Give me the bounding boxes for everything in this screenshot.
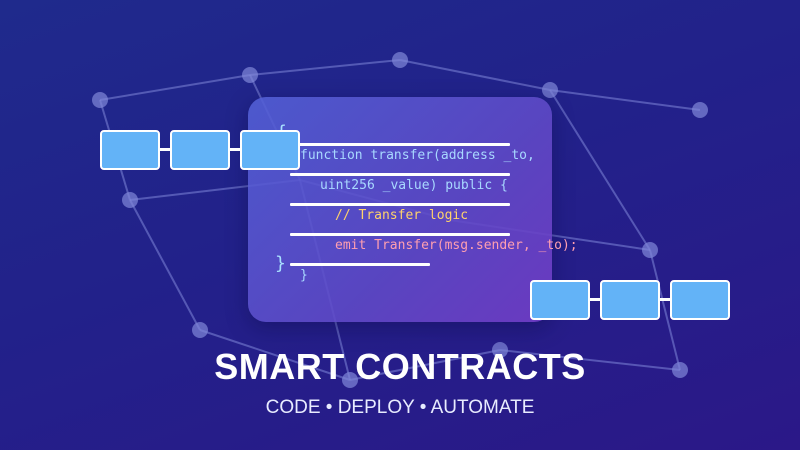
- code-close-brace-outer: }: [275, 253, 286, 274]
- chain-link: [158, 148, 172, 151]
- chain-block: [530, 280, 590, 320]
- code-line-comment: // Transfer logic: [335, 208, 469, 223]
- chain-link: [588, 298, 602, 301]
- chain-block: [170, 130, 230, 170]
- code-line-rule: [290, 263, 430, 266]
- chain-block: [670, 280, 730, 320]
- code-line-rule: [290, 233, 510, 236]
- code-line-params: uint256 _value) public {: [320, 178, 508, 193]
- code-line-rule: [290, 173, 510, 176]
- chain-block: [100, 130, 160, 170]
- page-title: SMART CONTRACTS: [214, 346, 586, 387]
- chain-link: [228, 148, 242, 151]
- page-subtitle: CODE • DEPLOY • AUTOMATE: [265, 397, 535, 418]
- code-line-emit: emit Transfer(msg.sender, _to);: [335, 238, 578, 253]
- code-line-rule: [290, 203, 510, 206]
- code-line-function: function transfer(address _to,: [300, 148, 535, 163]
- code-line-close: }: [300, 268, 308, 283]
- chain-block: [240, 130, 300, 170]
- code-line-rule: [290, 143, 510, 146]
- chain-link: [658, 298, 672, 301]
- chain-block: [600, 280, 660, 320]
